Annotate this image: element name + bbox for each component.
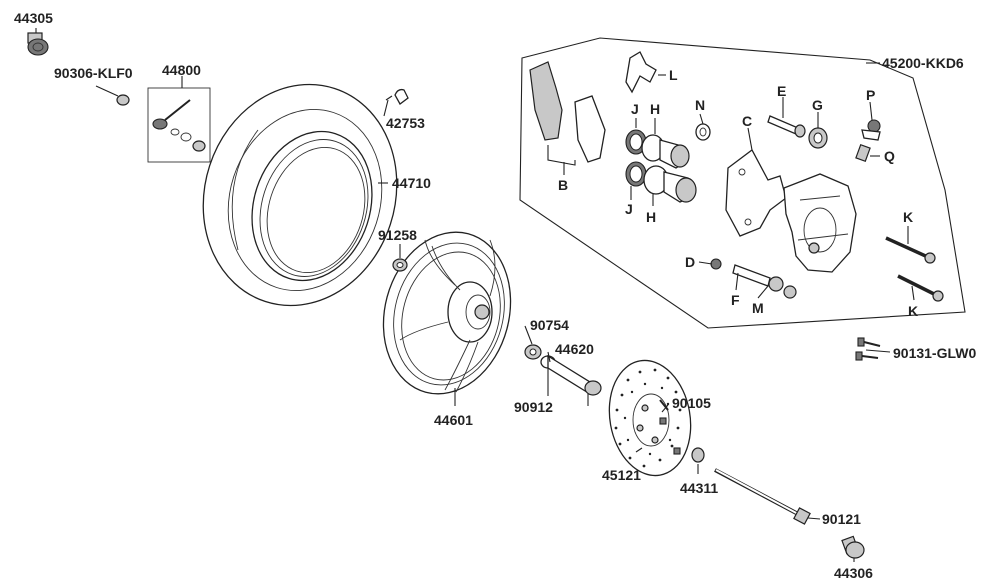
cap-nut-44305 (27, 32, 49, 56)
label-44306: 44306 (834, 565, 873, 581)
label-44311: 44311 (680, 480, 718, 496)
label-42753: 42753 (386, 115, 425, 131)
letter-F: F (731, 292, 740, 308)
label-44710: 44710 (392, 175, 431, 191)
axle-shaft (714, 468, 811, 525)
pad-spring-L (625, 51, 657, 94)
nut-D (710, 258, 722, 270)
spacer-44620 (540, 354, 602, 396)
letter-J-upper: J (631, 101, 639, 117)
caliper-body (783, 173, 857, 273)
label-90754: 90754 (530, 317, 569, 333)
bracket-C (725, 149, 787, 237)
letter-C: C (742, 113, 752, 129)
letter-H-lower: H (646, 209, 656, 225)
letter-M: M (752, 300, 764, 316)
bleeder-P-Q (855, 119, 881, 163)
letter-K-lower: K (908, 303, 918, 319)
letter-P: P (866, 87, 875, 103)
cap-nut-44306 (841, 535, 865, 559)
seals-J-H-lower (625, 161, 697, 203)
brake-disc (608, 359, 692, 477)
letter-N: N (695, 97, 705, 113)
letter-D: D (685, 254, 695, 270)
label-44800: 44800 (162, 62, 201, 78)
letter-G: G (812, 97, 823, 113)
letter-B: B (558, 177, 568, 193)
leader-lines (35, 28, 915, 562)
label-90912: 90912 (514, 399, 553, 415)
letter-labels: B L J H N E G P C Q J H K D F M K (558, 67, 918, 319)
label-44620: 44620 (555, 341, 594, 357)
bolt-90105 (659, 399, 681, 455)
label-90121: 90121 (822, 511, 861, 527)
pin-E (767, 115, 806, 138)
label-45200: 45200-KKD6 (882, 55, 964, 71)
letter-K-upper: K (903, 209, 913, 225)
letter-J-lower: J (625, 201, 633, 217)
label-90306: 90306-KLF0 (54, 65, 133, 81)
letter-L: L (669, 67, 678, 83)
tire (202, 83, 398, 307)
label-45121: 45121 (602, 467, 641, 483)
wheel-rim (382, 231, 512, 395)
caliper-group-outline (519, 37, 966, 329)
pins-K (885, 236, 944, 302)
label-44305: 44305 (14, 10, 53, 26)
collar-44311 (691, 447, 705, 463)
brake-pads-B (529, 61, 606, 163)
bolts-90131 (855, 337, 881, 361)
letter-H-upper: H (650, 101, 660, 117)
seal-91258 (392, 258, 408, 272)
bushing-N (695, 123, 711, 141)
bearing-90754 (524, 344, 542, 360)
valve-kit-44800 (147, 87, 211, 163)
pin-F-M (732, 264, 797, 299)
boot-G (808, 127, 828, 149)
seals-J-H-upper (625, 129, 690, 169)
label-90131: 90131-GLW0 (893, 345, 976, 361)
letter-E: E (777, 83, 786, 99)
valve-42753 (385, 88, 409, 105)
part-labels: 44305 90306-KLF0 44800 42753 44710 91258… (14, 10, 976, 581)
label-90105: 90105 (672, 395, 711, 411)
label-44601: 44601 (434, 412, 473, 428)
label-91258: 91258 (378, 227, 417, 243)
letter-Q: Q (884, 148, 895, 164)
nut-90306 (116, 94, 130, 106)
